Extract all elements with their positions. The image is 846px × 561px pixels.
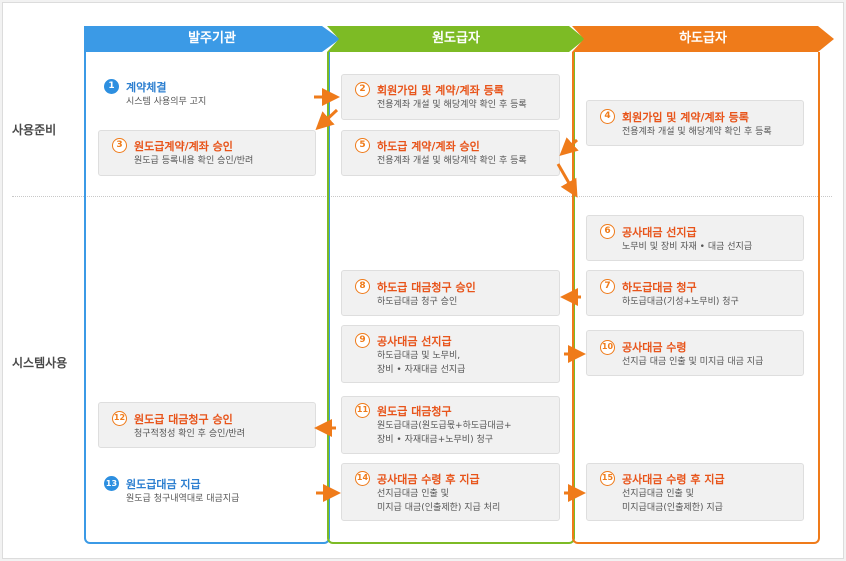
step-9: 9 공사대금 선지급 하도급대금 및 노무비, 장비 • 자재대금 선지급 (341, 325, 560, 383)
step-desc-line-1: 원도급대금(원도급몫+하도급대금+ (377, 421, 512, 431)
step-15: 15 공사대금 수령 후 지급 선지급대금 인출 및 미지급대금(인출제한) 지… (586, 463, 804, 521)
step-title: 원도급계약/계좌 승인 (134, 140, 233, 153)
step-number: 8 (355, 279, 370, 294)
step-12: 12 원도급 대금청구 승인 청구적정성 확인 후 승인/반려 (98, 402, 316, 448)
step-11: 11 원도급 대금청구 원도급대금(원도급몫+하도급대금+ 장비 • 자재대금+… (341, 396, 560, 454)
step-desc: 전용계좌 개설 및 해당계약 확인 후 등록 (377, 156, 527, 166)
step-2: 2 회원가입 및 계약/계좌 등록 전용계좌 개설 및 해당계약 확인 후 등록 (341, 74, 560, 120)
step-desc-line-2: 미지급 대금(인출제한) 지급 처리 (377, 503, 501, 513)
header-orderer-label: 발주기관 (188, 31, 236, 46)
step-title: 공사대금 선지급 (622, 226, 697, 239)
step-3: 3 원도급계약/계좌 승인 원도급 등록내용 확인 승인/반려 (98, 130, 316, 176)
step-number: 1 (104, 79, 119, 94)
step-6: 6 공사대금 선지급 노무비 및 장비 자재 • 대금 선지급 (586, 215, 804, 261)
step-number: 5 (355, 138, 370, 153)
step-number: 9 (355, 333, 370, 348)
step-number: 2 (355, 82, 370, 97)
arrow-2-to-3 (315, 108, 339, 131)
arrow-5-to-6 (556, 163, 578, 198)
step-desc: 하도급대금(기성+노무비) 청구 (622, 297, 739, 307)
step-number: 4 (600, 109, 615, 124)
header-subcontractor-label: 하도급자 (679, 31, 727, 46)
step-title: 원도급대금 지급 (126, 478, 201, 491)
step-title: 하도급 계약/계좌 승인 (377, 140, 480, 153)
step-title: 회원가입 및 계약/계좌 등록 (377, 84, 504, 97)
step-desc: 하도급대금 청구 승인 (377, 297, 458, 307)
step-title: 공사대금 수령 후 지급 (622, 473, 725, 486)
step-number: 7 (600, 279, 615, 294)
row-separator (12, 196, 832, 197)
step-number: 11 (355, 403, 370, 418)
step-desc: 전용계좌 개설 및 해당계약 확인 후 등록 (622, 127, 772, 137)
step-number: 12 (112, 411, 127, 426)
step-title: 공사대금 수령 (622, 341, 687, 354)
step-desc: 전용계좌 개설 및 해당계약 확인 후 등록 (377, 100, 527, 110)
step-number: 10 (600, 340, 615, 355)
row-label-prep: 사용준비 (12, 123, 57, 137)
step-desc: 시스템 사용의무 고지 (126, 97, 207, 107)
step-number: 3 (112, 138, 127, 153)
step-8: 8 하도급 대금청구 승인 하도급대금 청구 승인 (341, 270, 560, 316)
step-desc-line-2: 장비 • 자재대금 선지급 (377, 365, 466, 375)
step-title: 원도급 대금청구 승인 (134, 413, 233, 426)
row-label-use: 시스템사용 (12, 356, 68, 370)
header-contractor-label: 원도급자 (432, 31, 480, 46)
step-desc: 청구적정성 확인 후 승인/반려 (134, 429, 245, 439)
step-10: 10 공사대금 수령 선지급 대금 인출 및 미지급 대금 지급 (586, 330, 804, 376)
lane-orderer (84, 52, 330, 544)
step-title: 회원가입 및 계약/계좌 등록 (622, 111, 749, 124)
step-4: 4 회원가입 및 계약/계좌 등록 전용계좌 개설 및 해당계약 확인 후 등록 (586, 100, 804, 146)
step-desc-line-1: 하도급대금 및 노무비, (377, 351, 461, 361)
step-title: 계약체결 (126, 81, 167, 94)
step-desc: 선지급 대금 인출 및 미지급 대금 지급 (622, 357, 764, 367)
arrow-4-to-5 (559, 137, 579, 157)
step-number: 13 (104, 476, 119, 491)
step-desc-line-2: 장비 • 자재대금+노무비) 청구 (377, 435, 494, 445)
header-contractor: 원도급자 (327, 26, 585, 52)
step-number: 15 (600, 471, 615, 486)
header-subcontractor: 하도급자 (572, 26, 834, 52)
step-desc: 노무비 및 장비 자재 • 대금 선지급 (622, 242, 753, 252)
step-number: 6 (600, 224, 615, 239)
step-5: 5 하도급 계약/계좌 승인 전용계좌 개설 및 해당계약 확인 후 등록 (341, 130, 560, 176)
step-desc: 원도급 청구내역대로 대금지급 (126, 494, 240, 504)
step-desc-line-2: 미지급대금(인출제한) 지급 (622, 503, 723, 513)
step-7: 7 하도급대금 청구 하도급대금(기성+노무비) 청구 (586, 270, 804, 316)
step-desc: 원도급 등록내용 확인 승인/반려 (134, 156, 254, 166)
step-desc-line-1: 선지급대금 인출 및 (622, 489, 694, 499)
step-number: 14 (355, 471, 370, 486)
header-orderer: 발주기관 (84, 26, 340, 52)
step-title: 원도급 대금청구 (377, 405, 452, 418)
step-title: 하도급대금 청구 (622, 281, 697, 294)
step-desc-line-1: 선지급대금 인출 및 (377, 489, 449, 499)
step-title: 공사대금 선지급 (377, 335, 452, 348)
step-title: 하도급 대금청구 승인 (377, 281, 476, 294)
step-14: 14 공사대금 수령 후 지급 선지급대금 인출 및 미지급 대금(인출제한) … (341, 463, 560, 521)
step-title: 공사대금 수령 후 지급 (377, 473, 480, 486)
